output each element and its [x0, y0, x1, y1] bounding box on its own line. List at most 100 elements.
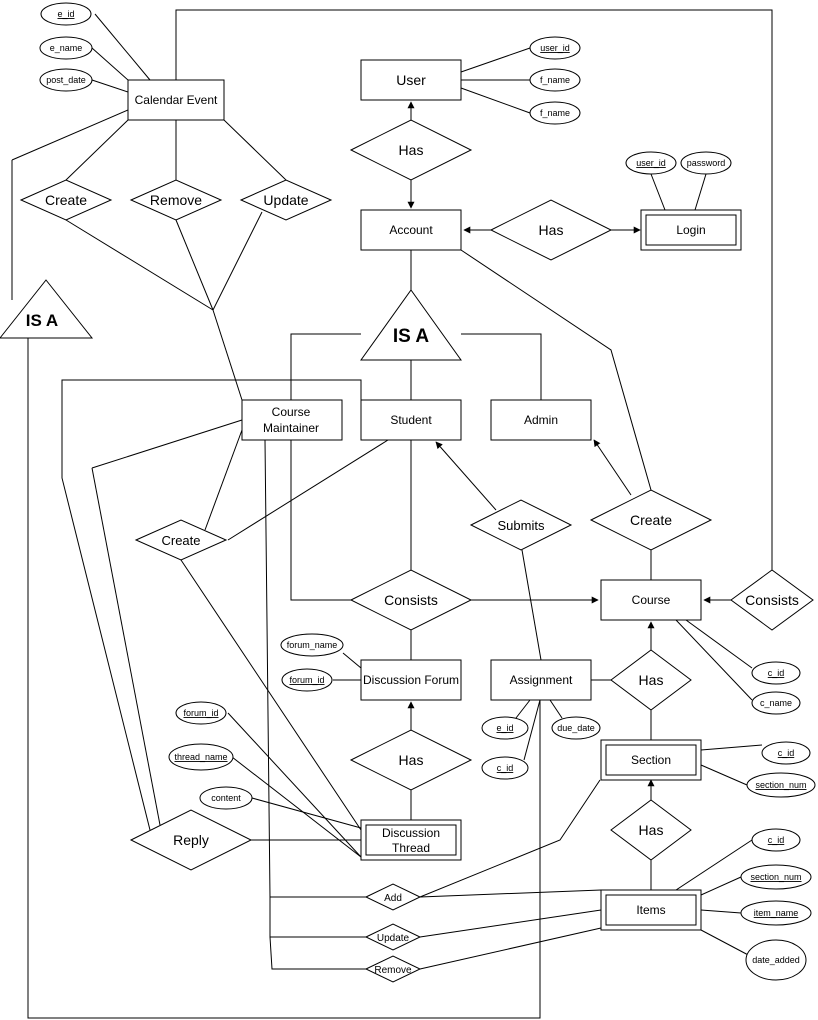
- entity-label: Account: [389, 223, 433, 237]
- attribute-section-num[interactable]: section_num: [746, 772, 816, 798]
- entity-label-line-2: Maintainer: [263, 421, 319, 435]
- attribute-label: e_id: [57, 9, 74, 19]
- attribute-due-date[interactable]: due_date: [551, 716, 601, 740]
- entity-label: Assignment: [510, 673, 573, 687]
- relationship-course-has[interactable]: Has: [610, 649, 692, 711]
- attribute-items-section-num[interactable]: section_num: [740, 864, 812, 890]
- attribute-label: c_name: [760, 698, 792, 708]
- relationship-login-has[interactable]: Has: [489, 199, 613, 261]
- relationship-update-event[interactable]: Update: [239, 179, 333, 221]
- isa-label: IS A: [393, 326, 430, 347]
- attribute-content[interactable]: content: [199, 786, 253, 810]
- attribute-e-id[interactable]: e_id: [40, 2, 92, 26]
- relationship-label: Create: [161, 533, 200, 548]
- relationship-label: Update: [263, 192, 308, 208]
- attribute-label: password: [687, 158, 726, 168]
- attribute-label: section_num: [755, 780, 806, 790]
- attribute-label: e_name: [50, 43, 83, 53]
- relationship-consists-right[interactable]: Consists: [730, 569, 814, 631]
- entity-label-line-2: Thread: [392, 841, 430, 855]
- entity-student[interactable]: Student: [360, 399, 462, 441]
- relationship-update-items[interactable]: Update: [364, 923, 422, 951]
- relationship-label: Consists: [384, 592, 438, 608]
- connection-lines: [11, 9, 773, 1019]
- relationship-label: Has: [539, 222, 564, 238]
- relationship-submits[interactable]: Submits: [469, 499, 573, 551]
- entity-assignment[interactable]: Assignment: [490, 659, 592, 701]
- attribute-login-user-id[interactable]: user_id: [625, 151, 677, 175]
- attribute-section-c-id[interactable]: c_id: [761, 741, 811, 765]
- entity-course[interactable]: Course: [600, 579, 702, 621]
- relationship-label: Reply: [173, 832, 209, 848]
- relationship-consists-main[interactable]: Consists: [349, 569, 473, 631]
- attribute-f-name-1[interactable]: f_name: [529, 68, 581, 92]
- attribute-label: c_id: [497, 763, 514, 773]
- relationship-label: Create: [630, 512, 672, 528]
- attribute-label: c_id: [778, 748, 795, 758]
- entity-login[interactable]: Login: [640, 209, 742, 251]
- relationship-reply[interactable]: Reply: [129, 809, 253, 871]
- entity-user[interactable]: User: [360, 59, 462, 101]
- attribute-label: section_num: [750, 872, 801, 882]
- attribute-label: due_date: [557, 723, 595, 733]
- attribute-c-name[interactable]: c_name: [751, 691, 801, 715]
- attribute-label: date_added: [752, 955, 800, 965]
- isa-label: IS A: [26, 311, 58, 330]
- entity-items[interactable]: Items: [600, 889, 702, 931]
- attribute-label: post_date: [46, 75, 86, 85]
- relationship-label: Create: [45, 192, 87, 208]
- entity-course-maintainer[interactable]: Course Maintainer: [241, 399, 343, 441]
- entity-label: Admin: [524, 413, 558, 427]
- attribute-f-name-2[interactable]: f_name: [529, 101, 581, 125]
- attribute-thread-name[interactable]: thread_name: [168, 743, 234, 771]
- attribute-label: thread_name: [174, 752, 227, 762]
- attribute-forum-name[interactable]: forum_name: [280, 633, 344, 657]
- attribute-e-name[interactable]: e_name: [39, 36, 93, 60]
- entity-label: Student: [390, 413, 432, 427]
- entity-label: Discussion Forum: [363, 673, 459, 687]
- attribute-label: user_id: [636, 158, 666, 168]
- attribute-label: f_name: [540, 108, 570, 118]
- entity-discussion-forum[interactable]: Discussion Forum: [360, 659, 462, 701]
- relationship-remove-event[interactable]: Remove: [129, 179, 223, 221]
- relationship-create-event[interactable]: Create: [19, 179, 113, 221]
- attribute-post-date[interactable]: post_date: [39, 68, 93, 92]
- attribute-label: f_name: [540, 75, 570, 85]
- attribute-date-added[interactable]: date_added: [745, 939, 807, 981]
- relationship-create-admin[interactable]: Create: [589, 489, 713, 551]
- attribute-items-c-id[interactable]: c_id: [751, 828, 801, 852]
- attribute-course-c-id[interactable]: c_id: [751, 661, 801, 685]
- attribute-item-name[interactable]: item_name: [740, 900, 812, 926]
- attribute-user-id[interactable]: user_id: [529, 36, 581, 60]
- attribute-forum-id[interactable]: forum_id: [281, 668, 333, 692]
- entity-discussion-thread[interactable]: Discussion Thread: [360, 819, 462, 861]
- relationship-add[interactable]: Add: [364, 883, 422, 911]
- isa-left[interactable]: IS A: [0, 279, 94, 339]
- relationship-label: Has: [399, 752, 424, 768]
- attribute-thread-forum-id[interactable]: forum_id: [175, 701, 227, 725]
- relationship-remove-items[interactable]: Remove: [364, 955, 422, 983]
- relationship-label: Remove: [374, 965, 412, 976]
- relationship-section-has[interactable]: Has: [610, 799, 692, 861]
- isa-center[interactable]: IS A: [360, 289, 462, 361]
- relationship-user-has[interactable]: Has: [349, 119, 473, 181]
- entity-label-line-1: Course: [272, 405, 311, 419]
- entity-account[interactable]: Account: [360, 209, 462, 251]
- relationship-label: Remove: [150, 192, 202, 208]
- entity-label: Login: [676, 223, 705, 237]
- attribute-label: content: [211, 793, 241, 803]
- entity-label: Section: [631, 753, 671, 767]
- relationship-create-maintainer[interactable]: Create: [134, 519, 228, 561]
- attribute-label: c_id: [768, 835, 785, 845]
- entity-admin[interactable]: Admin: [490, 399, 592, 441]
- attribute-label: e_id: [496, 723, 513, 733]
- attribute-assignment-e-id[interactable]: e_id: [481, 716, 529, 740]
- relationship-label: Submits: [498, 518, 545, 533]
- entity-section[interactable]: Section: [600, 739, 702, 781]
- relationship-forum-has[interactable]: Has: [349, 729, 473, 791]
- attribute-label: forum_id: [289, 675, 324, 685]
- attribute-label: c_id: [768, 668, 785, 678]
- entity-calendar-event[interactable]: Calendar Event: [127, 79, 225, 121]
- attribute-password[interactable]: password: [680, 151, 732, 175]
- attribute-assignment-c-id[interactable]: c_id: [481, 756, 529, 780]
